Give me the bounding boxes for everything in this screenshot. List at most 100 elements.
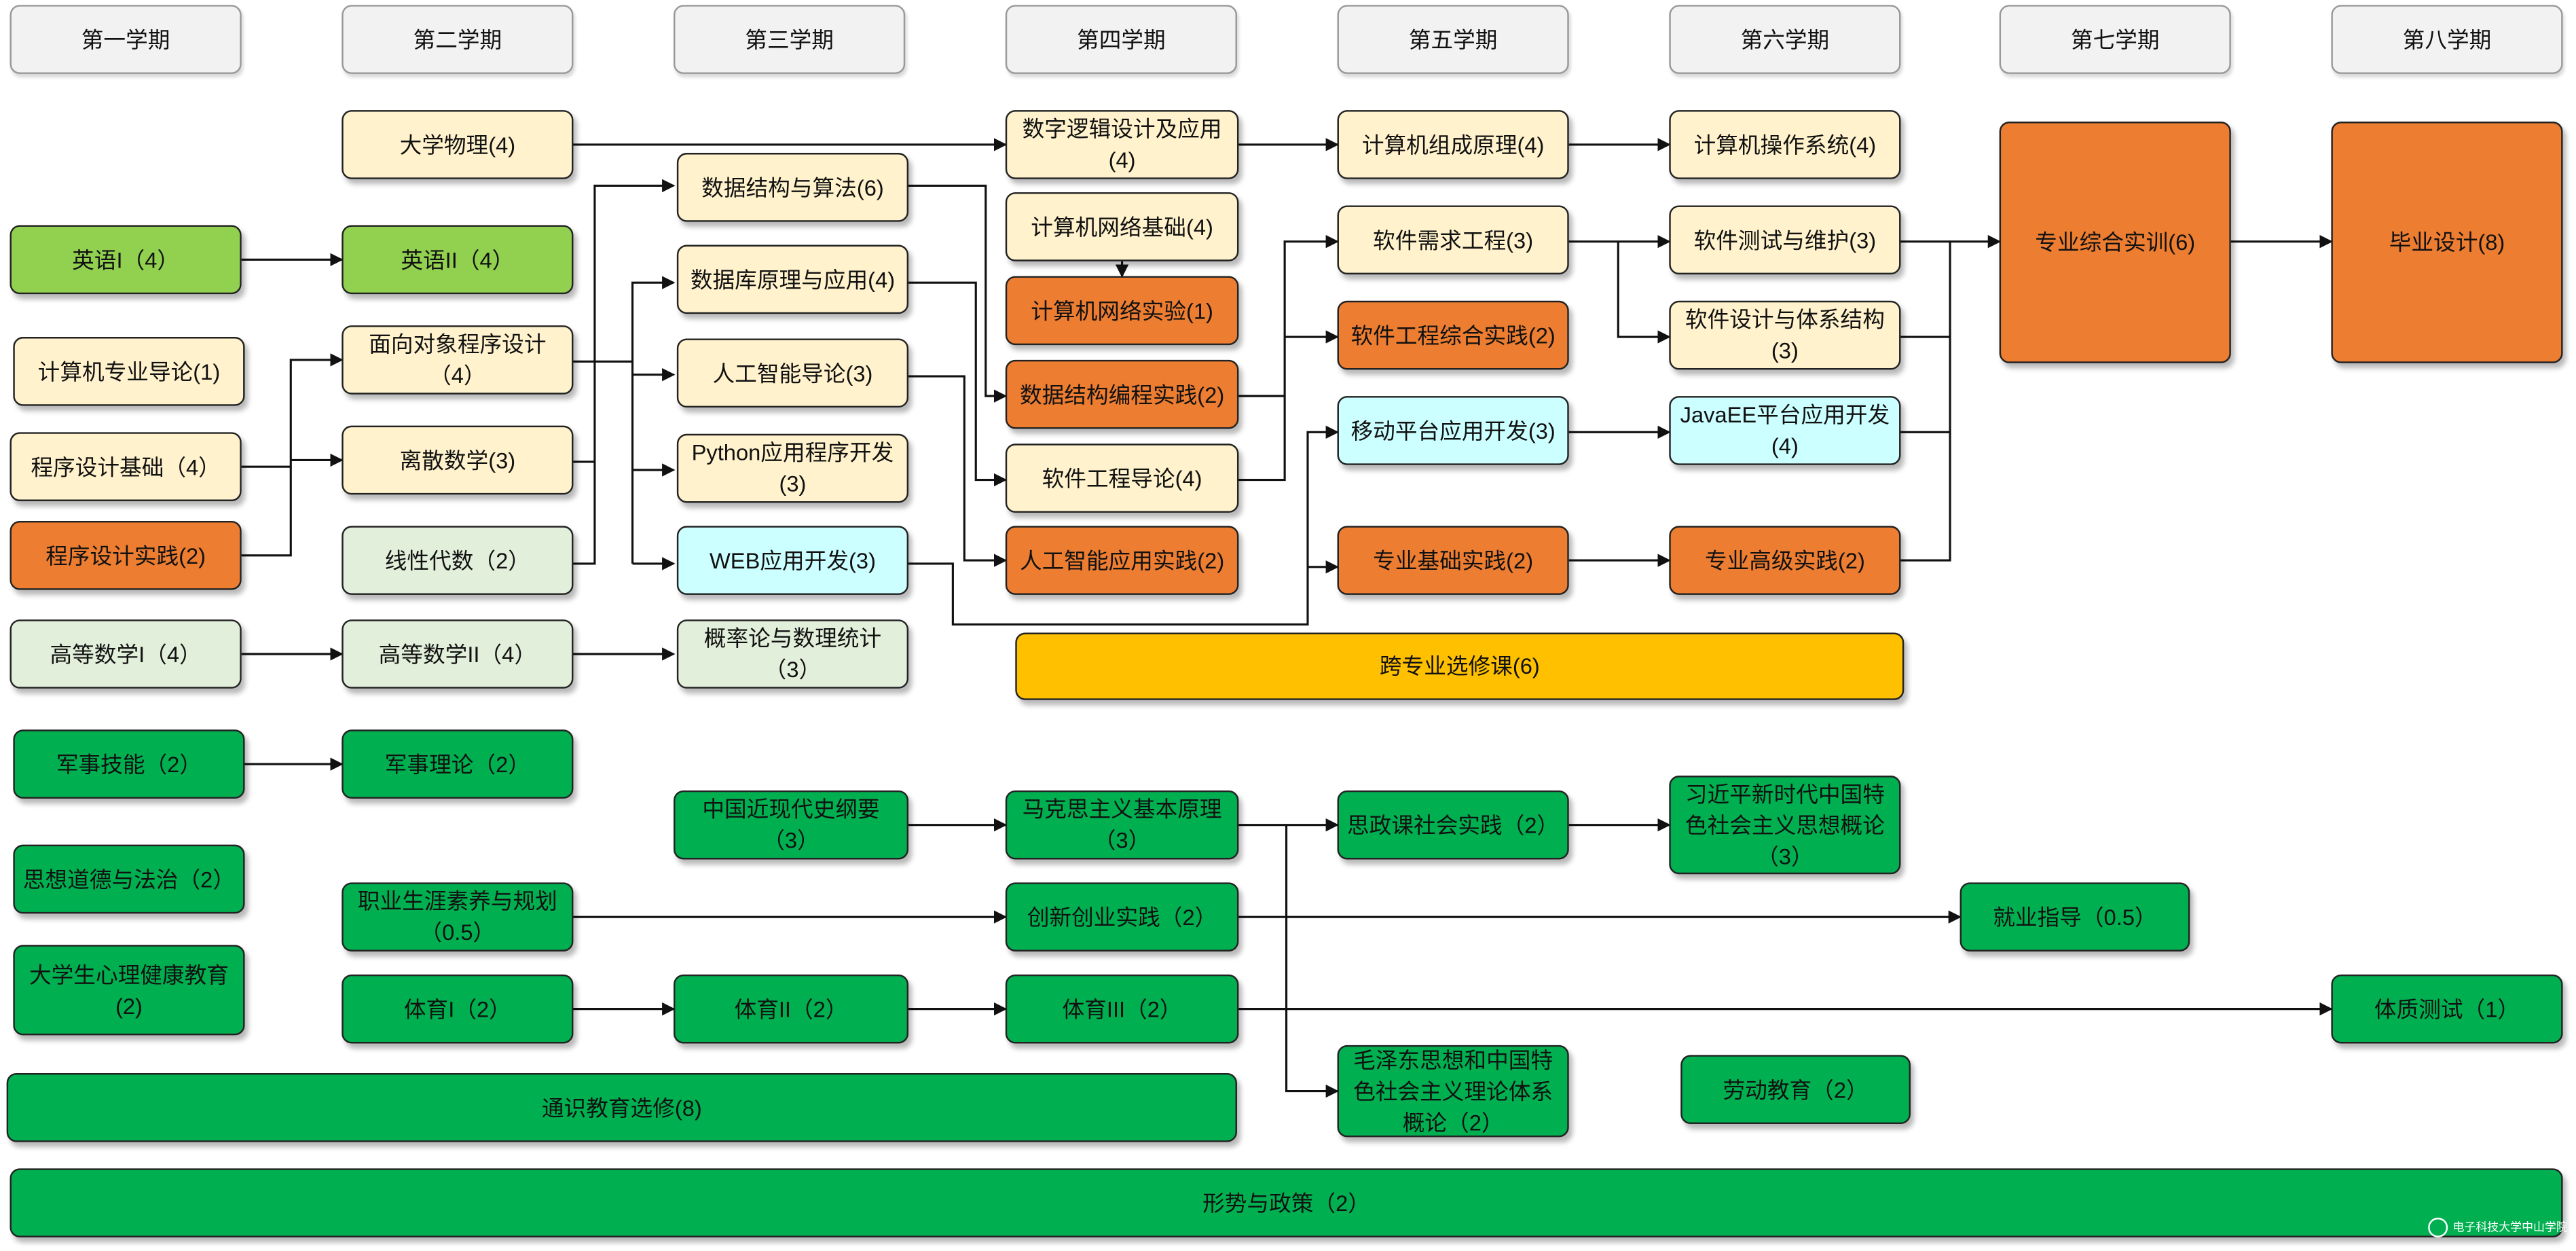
course-network: 计算机网络基础(4) — [1005, 192, 1239, 261]
semester-header-1: 第一学期 — [10, 5, 242, 74]
course-ideology-practice: 思政课社会实践（2） — [1337, 790, 1569, 860]
course-se-practice: 软件工程综合实践(2) — [1337, 300, 1569, 370]
course-oop: 面向对象程序设计（4） — [342, 325, 574, 395]
course-label: 软件需求工程(3) — [1373, 228, 1534, 253]
course-marxism: 马克思主义基本原理（3） — [1005, 790, 1239, 860]
link — [1617, 241, 1671, 344]
course-label: 软件工程综合实践(2) — [1350, 323, 1556, 348]
semester-header-2: 第二学期 — [342, 5, 574, 74]
link — [908, 425, 1339, 626]
course-prog-practice: 程序设计实践(2) — [10, 521, 242, 590]
course-label: 计算机操作系统(4) — [1693, 132, 1877, 158]
course-label: 习近平新时代中国特色社会主义思想概论（3） — [1685, 781, 1885, 869]
course-innovation: 创新创业实践（2） — [1005, 882, 1239, 951]
header-label: 第一学期 — [81, 26, 170, 52]
course-label: 体育I（2） — [403, 996, 511, 1021]
course-label: 英语II（4） — [401, 247, 515, 272]
course-label: 数据库原理与应用(4) — [690, 267, 896, 292]
course-label: 创新创业实践（2） — [1027, 904, 1217, 930]
course-label: 计算机网络实验(1) — [1031, 298, 1213, 323]
course-military-skill: 军事技能（2） — [13, 729, 245, 799]
course-label: 专业基础实践(2) — [1373, 547, 1534, 573]
course-pe1: 体育I（2） — [342, 974, 574, 1044]
course-label: 软件设计与体系结构(3) — [1685, 307, 1885, 363]
course-label: 专业高级实践(2) — [1704, 547, 1865, 573]
link — [1900, 235, 2002, 562]
header-label: 第六学期 — [1740, 26, 1830, 52]
course-intro-cs: 计算机专业导论(1) — [13, 337, 245, 406]
link — [908, 281, 1008, 487]
course-label: 毕业设计(8) — [2389, 230, 2505, 255]
course-physics: 大学物理(4) — [342, 110, 574, 179]
course-xi-thought: 习近平新时代中国特色社会主义思想概论（3） — [1669, 776, 1901, 875]
course-pe2: 体育II（2） — [674, 974, 909, 1044]
course-requirements: 软件需求工程(3) — [1337, 205, 1569, 275]
course-career: 职业生涯素养与规划（0.5） — [342, 882, 574, 951]
course-digital-logic: 数字逻辑设计及应用(4) — [1005, 110, 1239, 179]
header-label: 第八学期 — [2402, 26, 2492, 52]
header-label: 第二学期 — [413, 26, 502, 52]
semester-header-8: 第八学期 — [2331, 5, 2563, 74]
course-web: WEB应用开发(3) — [676, 526, 909, 595]
course-label: 程序设计基础（4） — [31, 454, 221, 479]
course-label: 软件工程导论(4) — [1042, 465, 1202, 491]
semester-header-5: 第五学期 — [1337, 5, 1569, 74]
course-os: 计算机操作系统(4) — [1669, 110, 1901, 179]
course-label: 概率论与数理统计（3） — [703, 626, 882, 683]
course-label: 思想道德与法治（2） — [22, 867, 236, 892]
course-label: 军事理论（2） — [384, 751, 530, 777]
watermark-text: 电子科技大学中山学院 — [2452, 1222, 2568, 1235]
course-comprehensive: 专业综合实训(6) — [1999, 122, 2231, 363]
course-label: 马克思主义基本原理（3） — [1022, 797, 1222, 853]
course-policy: 形势与政策（2） — [10, 1168, 2563, 1237]
university-watermark: 电子科技大学中山学院 — [2428, 1217, 2568, 1237]
course-ds-practice: 数据结构编程实践(2) — [1005, 359, 1239, 429]
course-label: 移动平台应用开发(3) — [1350, 418, 1556, 443]
course-label: 计算机组成原理(4) — [1361, 132, 1545, 158]
course-label: 劳动教育（2） — [1723, 1077, 1869, 1102]
course-english2: 英语II（4） — [342, 225, 574, 295]
course-label: 体育II（2） — [734, 996, 848, 1021]
link — [1238, 235, 1339, 482]
course-label: 体育III（2） — [1062, 996, 1182, 1021]
header-label: 第五学期 — [1408, 26, 1498, 52]
course-english1: 英语I（4） — [10, 225, 242, 295]
university-seal-icon — [2428, 1217, 2448, 1237]
course-linear: 线性代数（2） — [342, 526, 574, 595]
semester-header-6: 第六学期 — [1669, 5, 1901, 74]
course-label: JavaEE平台应用开发(4) — [1680, 402, 1890, 459]
course-labor: 劳动教育（2） — [1680, 1055, 1911, 1125]
course-employment: 就业指导（0.5） — [1959, 882, 2190, 951]
course-modern-history: 中国近现代史纲要（3） — [674, 790, 909, 860]
course-label: 军事技能（2） — [56, 751, 202, 777]
course-label: 体质测试（1） — [2374, 996, 2520, 1021]
course-database: 数据库原理与应用(4) — [676, 244, 909, 314]
course-mobile: 移动平台应用开发(3) — [1337, 396, 1569, 465]
course-label: 英语I（4） — [72, 247, 180, 272]
course-basic-practice: 专业基础实践(2) — [1337, 526, 1569, 595]
course-label: 程序设计实践(2) — [45, 543, 206, 568]
link — [241, 353, 344, 557]
course-ai-intro: 人工智能导论(3) — [676, 338, 909, 408]
course-probability: 概率论与数理统计（3） — [676, 619, 909, 689]
course-label: 人工智能应用实践(2) — [1019, 547, 1225, 573]
course-mao-thought: 毛泽东思想和中国特色社会主义理论体系概论（2） — [1337, 1045, 1569, 1138]
course-label: 通识教育选修(8) — [541, 1095, 702, 1120]
course-cross-major: 跨专业选修课(6) — [1015, 632, 1905, 700]
course-label: WEB应用开发(3) — [709, 547, 876, 573]
course-military-theory: 军事理论（2） — [342, 729, 574, 799]
course-advanced-practice: 专业高级实践(2) — [1669, 526, 1901, 595]
course-label: 高等数学II（4） — [378, 641, 536, 667]
course-label: 大学物理(4) — [399, 132, 516, 158]
course-math1: 高等数学I（4） — [10, 619, 242, 689]
course-javaee: JavaEE平台应用开发(4) — [1669, 396, 1901, 465]
course-network-lab: 计算机网络实验(1) — [1005, 276, 1239, 346]
header-label: 第七学期 — [2070, 26, 2160, 52]
course-label: 形势与政策（2） — [1202, 1191, 1370, 1216]
course-ai-practice: 人工智能应用实践(2) — [1005, 526, 1239, 595]
course-label: 数据结构与算法(6) — [701, 175, 884, 200]
course-label: 面向对象程序设计（4） — [369, 331, 547, 388]
course-architecture: 软件设计与体系结构(3) — [1669, 300, 1901, 370]
header-label: 第三学期 — [745, 26, 834, 52]
